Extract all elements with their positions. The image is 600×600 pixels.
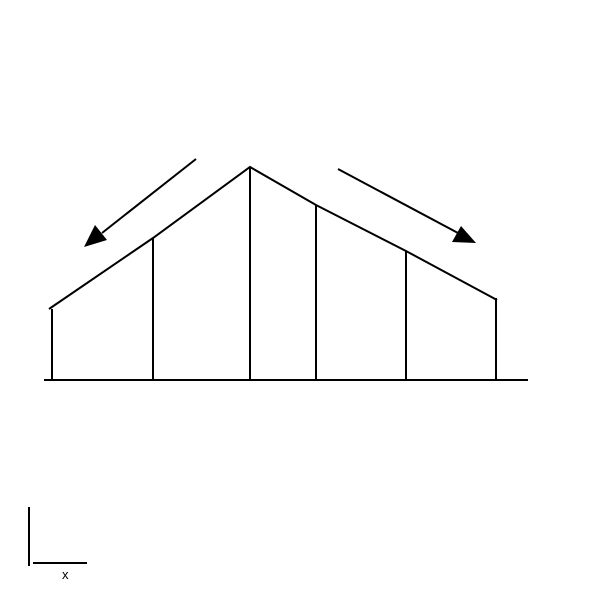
axis-indicator: x bbox=[28, 507, 87, 582]
right-arrow bbox=[337, 168, 476, 243]
left-arrow-shaft bbox=[101, 158, 197, 234]
right-arrow-shaft bbox=[337, 168, 459, 234]
left-arrow bbox=[84, 158, 197, 247]
axis-label-x: x bbox=[62, 567, 69, 582]
right-arrowhead bbox=[452, 226, 476, 243]
left-arrowhead bbox=[84, 225, 107, 247]
profile-outline bbox=[48, 165, 498, 310]
